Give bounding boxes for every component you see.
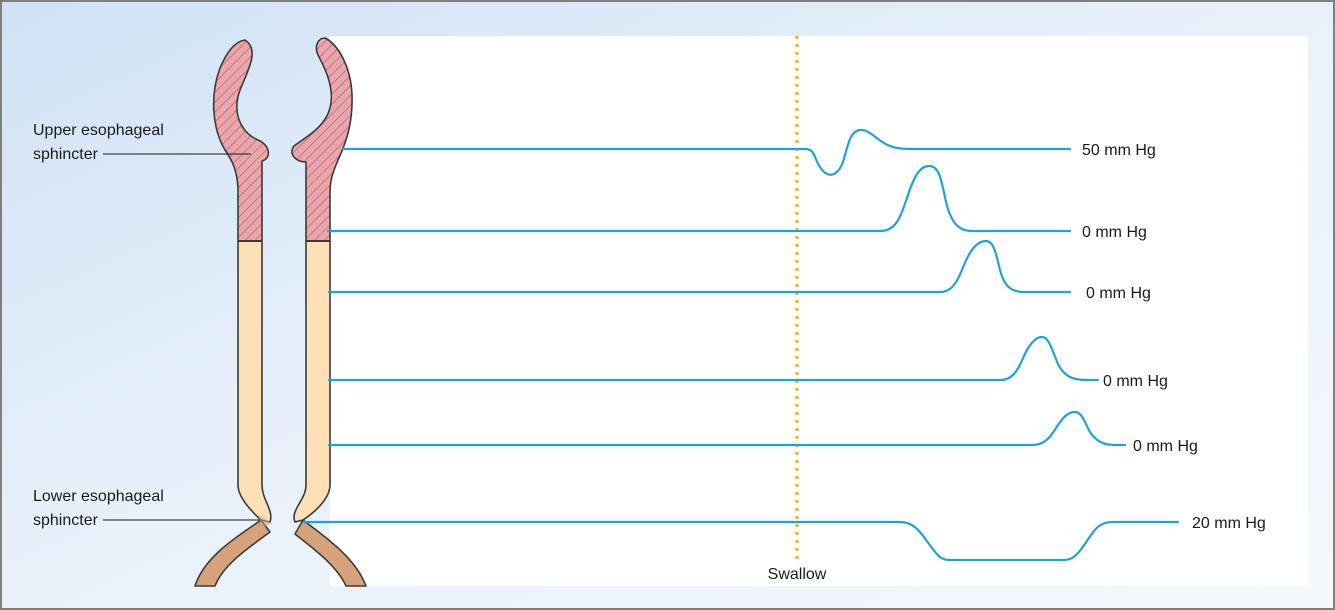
tracing-panel xyxy=(330,36,1308,586)
stomach-wall-right xyxy=(294,519,367,587)
pressure-labels: 50 mm Hg 0 mm Hg 0 mm Hg 0 mm Hg 0 mm Hg… xyxy=(1082,142,1266,532)
upper-sphincter-label: Upper esophageal sphincter xyxy=(33,122,251,163)
esophagus-wall-right xyxy=(293,240,331,523)
lower-sphincter-label-line2: sphincter xyxy=(33,512,99,529)
tracing-6 xyxy=(302,520,1180,562)
lower-sphincter-label-line1: Lower esophageal xyxy=(33,488,164,505)
upper-sphincter-label-line1: Upper esophageal xyxy=(33,122,164,139)
tracing-1 xyxy=(341,128,1072,176)
pressure-label-1: 50 mm Hg xyxy=(1082,142,1156,159)
tracing-5 xyxy=(327,410,1127,447)
pressure-label-2: 0 mm Hg xyxy=(1082,224,1147,241)
pressure-label-6: 20 mm Hg xyxy=(1192,515,1266,532)
stomach-wall-left xyxy=(194,519,271,587)
lower-sphincter-shading xyxy=(258,515,272,528)
upper-sphincter-wall-right xyxy=(291,37,353,242)
pressure-label-5: 0 mm Hg xyxy=(1133,438,1198,455)
pressure-tracings xyxy=(302,128,1180,562)
pressure-label-4: 0 mm Hg xyxy=(1103,373,1168,390)
esophagus-illustration xyxy=(194,37,367,587)
tracing-2 xyxy=(326,164,1072,233)
pressure-label-3: 0 mm Hg xyxy=(1086,285,1151,302)
tracing-3 xyxy=(327,239,1072,294)
tracing-4 xyxy=(327,335,1100,382)
swallow-label: Swallow xyxy=(768,566,827,583)
lower-sphincter-label: Lower esophageal sphincter xyxy=(33,488,260,529)
upper-sphincter-label-line2: sphincter xyxy=(33,146,99,163)
